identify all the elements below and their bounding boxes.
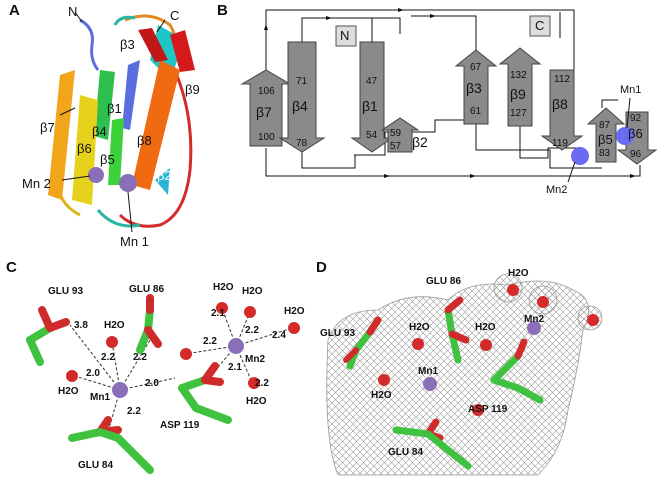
b2-bottom: 57 <box>390 141 401 152</box>
water-c-2: H2O <box>58 386 79 397</box>
topo-label-mn2: Mn2 <box>546 184 567 196</box>
mn1-atom-d <box>423 377 437 391</box>
b9-top: 132 <box>510 70 527 81</box>
b5-top: 87 <box>599 120 610 131</box>
label-b7: β7 <box>40 120 55 135</box>
res-asp119-d: ASP 119 <box>468 404 507 415</box>
dist-c-4: 2.2 <box>133 352 147 363</box>
mn1-label-c: Mn1 <box>90 392 110 403</box>
dist-c-12: 2.2 <box>255 378 269 389</box>
mn1-atom-c <box>112 382 128 398</box>
topo-label-n: N <box>340 28 349 43</box>
b3-bottom: 61 <box>470 106 481 117</box>
label-b8: β8 <box>137 133 152 148</box>
b1-name: β1 <box>362 98 378 114</box>
res-asp119-c: ASP 119 <box>160 420 199 431</box>
b5-bottom: 83 <box>599 148 610 159</box>
b2-top: 59 <box>390 128 401 139</box>
water-c-5: H2O <box>284 306 305 317</box>
res-glu84-c: GLU 84 <box>78 460 113 471</box>
mn2-label-d: Mn2 <box>524 314 544 325</box>
water-d-1: H2O <box>508 268 529 279</box>
coordination-diagram <box>0 270 320 483</box>
res-glu93-d: GLU 93 <box>320 328 355 339</box>
topo-strand-b4 <box>280 42 324 152</box>
b6-bottom: 96 <box>630 149 641 160</box>
strand-b1 <box>122 60 140 130</box>
label-b5: β5 <box>100 152 115 167</box>
b2-name: β2 <box>412 134 428 150</box>
topo-mn2 <box>571 147 589 165</box>
b1-bottom: 54 <box>366 130 377 141</box>
water-d-3: H2O <box>475 322 496 333</box>
label-b2: β2 <box>157 168 172 183</box>
water-c-1: H2O <box>104 320 125 331</box>
res-glu84-d: GLU 84 <box>388 447 423 458</box>
label-mn2: Mn 2 <box>22 176 51 191</box>
water-c-6: H2O <box>246 396 267 407</box>
label-b9: β9 <box>185 82 200 97</box>
b6-name: β6 <box>628 126 643 141</box>
water-d-4: H2O <box>371 390 392 401</box>
label-n-terminus: N <box>68 4 77 19</box>
water-c-3: H2O <box>213 282 234 293</box>
b4-bottom: 78 <box>296 138 307 149</box>
dist-c-3: 2.0 <box>86 368 100 379</box>
dist-c-5: 2.0 <box>145 378 159 389</box>
b3-top: 67 <box>470 62 481 73</box>
res-glu93-c: GLU 93 <box>48 286 83 297</box>
dist-c-10: 2.4 <box>272 330 286 341</box>
label-b3: β3 <box>120 37 135 52</box>
b1-top: 47 <box>366 76 377 87</box>
label-b1: β1 <box>107 101 122 116</box>
mn1-sphere <box>119 174 137 192</box>
topo-label-c: C <box>535 18 544 33</box>
b9-name: β9 <box>510 86 526 102</box>
water-c-4: H2O <box>242 286 263 297</box>
dist-c-6: 2.2 <box>127 406 141 417</box>
res-glu86-c: GLU 86 <box>129 284 164 295</box>
b7-name: β7 <box>256 104 272 120</box>
dist-c-9: 2.2 <box>203 336 217 347</box>
panel-c-coordination: GLU 93 GLU 86 GLU 84 ASP 119 Mn1 Mn2 H2O… <box>0 270 320 483</box>
mn1-label-d: Mn1 <box>418 366 438 377</box>
dist-c-7: 2.1 <box>211 308 225 319</box>
label-b6: β6 <box>77 141 92 156</box>
density-diagram <box>318 270 666 483</box>
b4-top: 71 <box>296 76 307 87</box>
b8-top: 112 <box>554 74 570 85</box>
water-d-2: H2O <box>409 322 430 333</box>
label-c-terminus: C <box>170 8 179 23</box>
dist-c-1: 3.8 <box>74 320 88 331</box>
dist-c-2: 2.2 <box>101 352 115 363</box>
mn2-sphere <box>88 167 104 183</box>
b7-bottom: 100 <box>258 132 275 143</box>
b8-bottom: 119 <box>552 138 568 149</box>
b3-name: β3 <box>466 80 482 96</box>
topo-label-mn1: Mn1 <box>620 84 641 96</box>
panel-label-a: A <box>9 2 20 19</box>
b7-top: 106 <box>258 86 275 97</box>
dist-c-11: 2.1 <box>228 362 242 373</box>
b9-bottom: 127 <box>510 108 527 119</box>
res-glu86-d: GLU 86 <box>426 276 461 287</box>
label-b4: β4 <box>92 124 107 139</box>
b6-top: 92 <box>630 113 641 124</box>
strand-b7 <box>48 70 75 200</box>
mn2-atom-c <box>228 338 244 354</box>
b4-name: β4 <box>292 98 308 114</box>
panel-d-density: GLU 93 GLU 86 GLU 84 ASP 119 Mn1 Mn2 H2O… <box>318 270 666 483</box>
panel-a-ribbon: N C β3 β9 β1 β7 β4 β8 β6 β5 β2 Mn 2 Mn 1 <box>20 0 220 255</box>
label-mn1: Mn 1 <box>120 234 149 249</box>
dist-c-8: 2.2 <box>245 325 259 336</box>
strand-b8 <box>132 60 180 190</box>
b5-name: β5 <box>598 132 613 147</box>
panel-b-topology: N C 106 β7 100 71 β4 78 47 β1 54 59 57 β… <box>230 0 666 200</box>
b8-name: β8 <box>552 96 568 112</box>
mn2-label-c: Mn2 <box>245 354 265 365</box>
